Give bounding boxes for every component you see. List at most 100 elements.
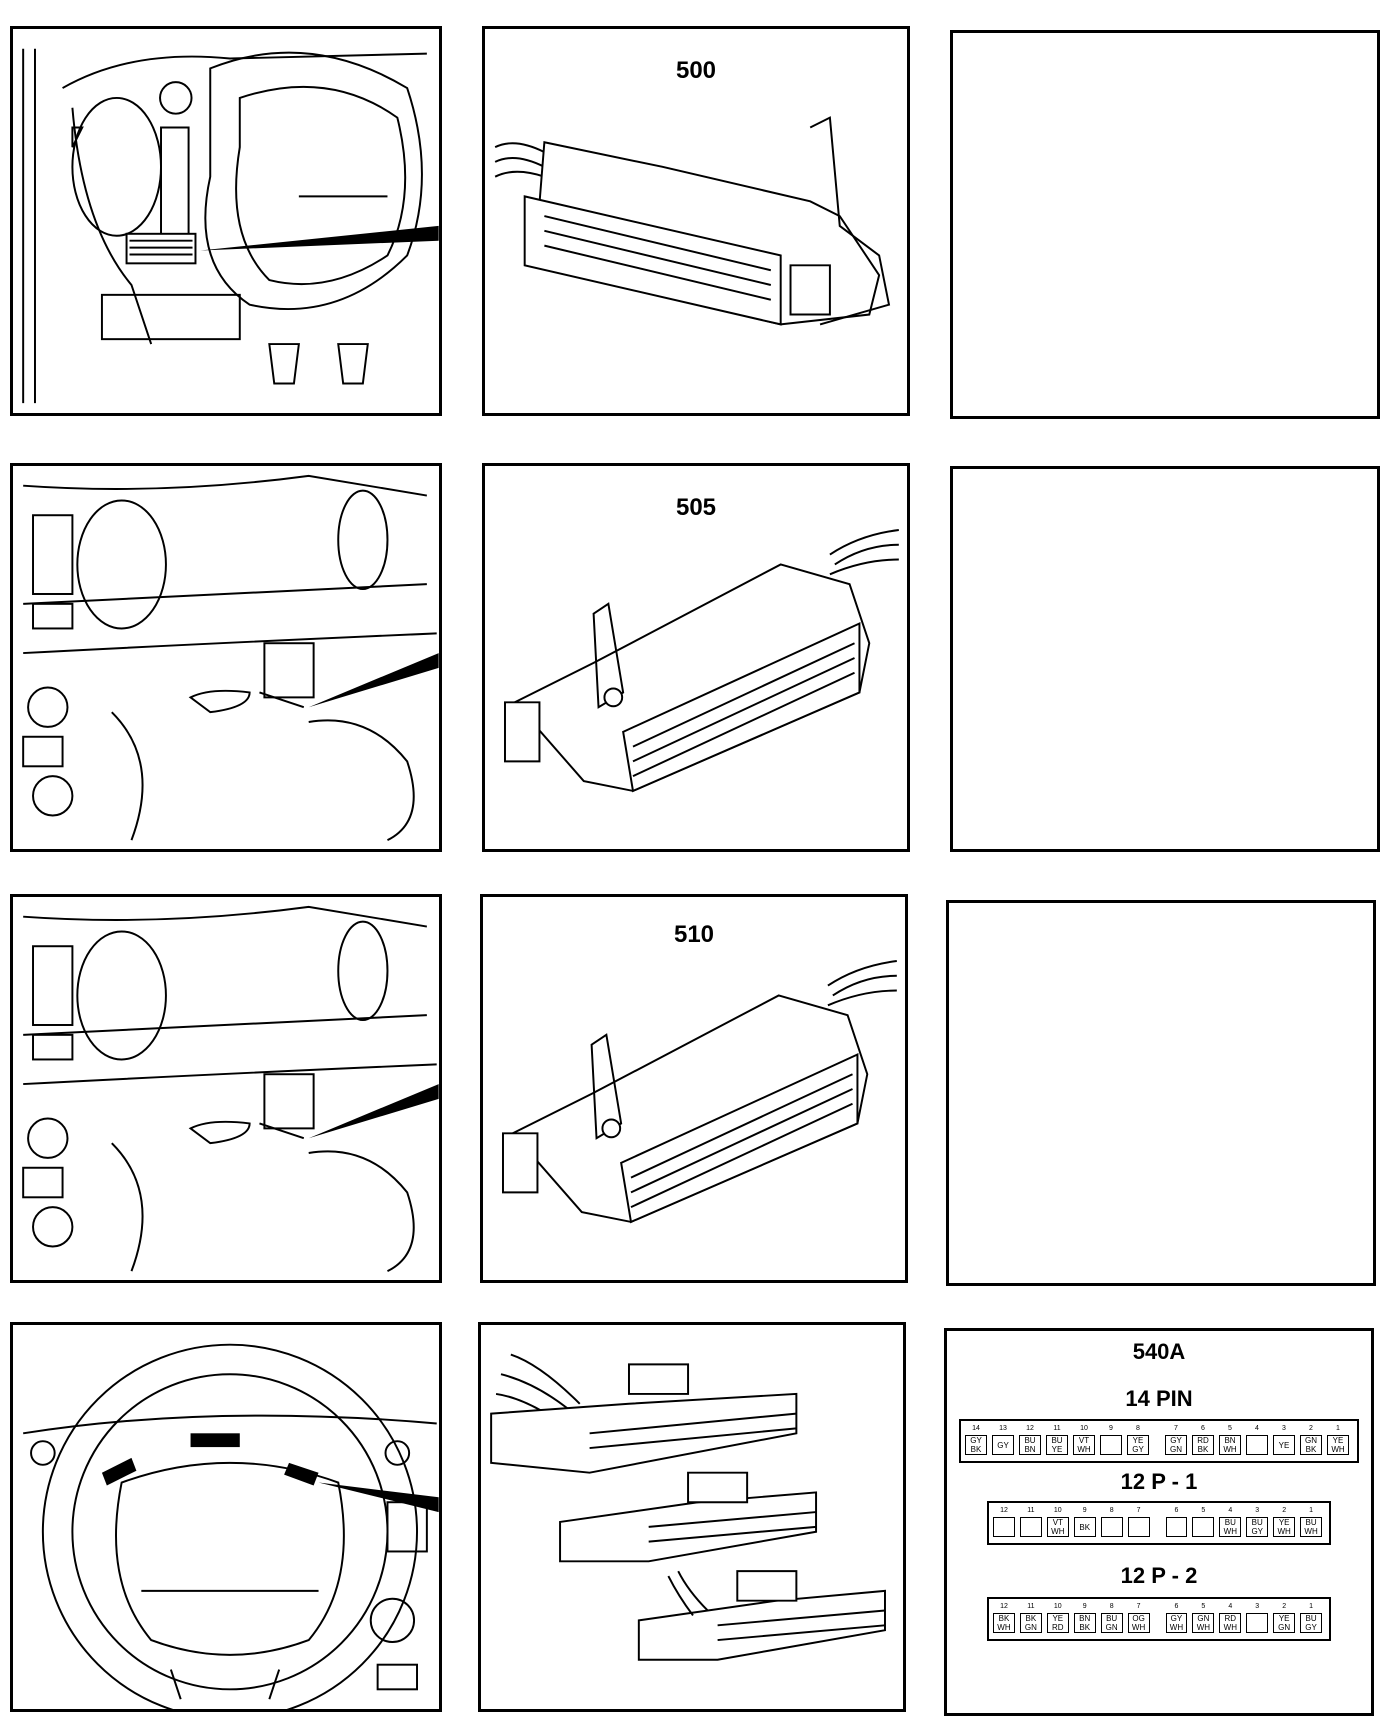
wire-color-primary: RD	[1224, 1614, 1237, 1623]
pin-number: 11	[1027, 1507, 1035, 1514]
pin-wire-color	[1246, 1435, 1268, 1455]
wire-color-secondary: WH	[997, 1623, 1011, 1632]
pin-cell: 5	[1191, 1507, 1215, 1537]
wire-color-primary: GY	[997, 1440, 1009, 1450]
pin-cell: 3	[1245, 1603, 1269, 1633]
wire-color-primary: YE	[1132, 1436, 1144, 1445]
pin-number: 3	[1255, 1507, 1260, 1514]
connector-label: 500	[675, 57, 717, 84]
pin-number: 4	[1228, 1507, 1233, 1514]
connector-illustration	[502, 960, 897, 1224]
wire-color-primary: BN	[1079, 1614, 1091, 1623]
wire-color-secondary: GN	[1024, 1623, 1037, 1632]
pin-number: 4	[1228, 1603, 1233, 1610]
pin-wire-color	[1127, 1517, 1150, 1537]
pin-number: 10	[1080, 1425, 1088, 1432]
wire-color-secondary: WH	[1331, 1445, 1345, 1454]
wire-color-primary: BK	[1025, 1614, 1037, 1623]
connector-label: 510	[673, 921, 715, 948]
pinout-panel-505	[950, 466, 1380, 852]
wire-color-secondary: GN	[1105, 1623, 1118, 1632]
pin-cell: 7	[1127, 1507, 1151, 1537]
pinout-panel-500	[950, 30, 1380, 419]
wire-color-primary: YE	[1278, 1518, 1290, 1527]
wire-color-primary: RD	[1197, 1436, 1209, 1445]
connector-label: 505	[675, 494, 717, 521]
connector-panel-500: 500	[482, 26, 910, 416]
pin-number: 13	[999, 1425, 1007, 1432]
wire-color-secondary: YE	[1051, 1445, 1063, 1454]
connector-illustration	[504, 529, 899, 793]
pin-number: 3	[1255, 1603, 1260, 1610]
wire-color-primary: GN	[1197, 1614, 1210, 1623]
wire-color-secondary: BK	[970, 1445, 982, 1454]
pin-cell: 11	[1019, 1507, 1043, 1537]
wire-color-primary: BU	[1051, 1436, 1063, 1445]
pin-cell: 9	[1099, 1425, 1123, 1455]
wire-color-primary: YE	[1332, 1436, 1344, 1445]
pin-wire-color: YE	[1273, 1435, 1295, 1455]
pin-wire-color	[1192, 1517, 1215, 1537]
wire-color-secondary: WH	[1223, 1527, 1237, 1536]
wire-color-secondary: BN	[1024, 1445, 1036, 1454]
pin-number: 1	[1336, 1425, 1340, 1432]
pin-wire-color: BK	[1073, 1517, 1096, 1537]
pin-number: 12	[1026, 1425, 1034, 1432]
pin-number: 6	[1174, 1507, 1179, 1514]
location-panel-510	[10, 894, 442, 1283]
pin-number: 2	[1309, 1425, 1313, 1432]
pin-number: 6	[1174, 1603, 1179, 1610]
wire-color-primary: OG	[1132, 1614, 1145, 1623]
pin-wire-color	[993, 1517, 1015, 1537]
pin-number: 3	[1282, 1425, 1286, 1432]
wire-color-secondary: GN	[1278, 1623, 1291, 1632]
pin-number: 7	[1136, 1603, 1141, 1610]
pin-number: 12	[1000, 1603, 1008, 1610]
wire-color-secondary: WH	[1196, 1623, 1211, 1632]
pin-cell: 6	[1165, 1507, 1189, 1537]
steering-wheel-illustration	[23, 1343, 439, 1709]
wire-color-primary: GN	[1305, 1436, 1317, 1445]
pin-cell: 12	[992, 1507, 1016, 1537]
pin-number: 1	[1309, 1507, 1314, 1514]
wire-color-secondary: GY	[1305, 1623, 1317, 1632]
connector-panel-505: 505	[482, 463, 910, 852]
wire-color-primary: BN	[1224, 1436, 1236, 1445]
pin-number: 10	[1053, 1507, 1062, 1514]
pin-number: 8	[1136, 1425, 1140, 1432]
pin-wire-color	[1100, 1435, 1122, 1455]
wire-color-primary: BU	[1106, 1614, 1118, 1623]
dashboard-left-illustration	[22, 48, 439, 404]
pin-wire-color	[1019, 1517, 1042, 1537]
